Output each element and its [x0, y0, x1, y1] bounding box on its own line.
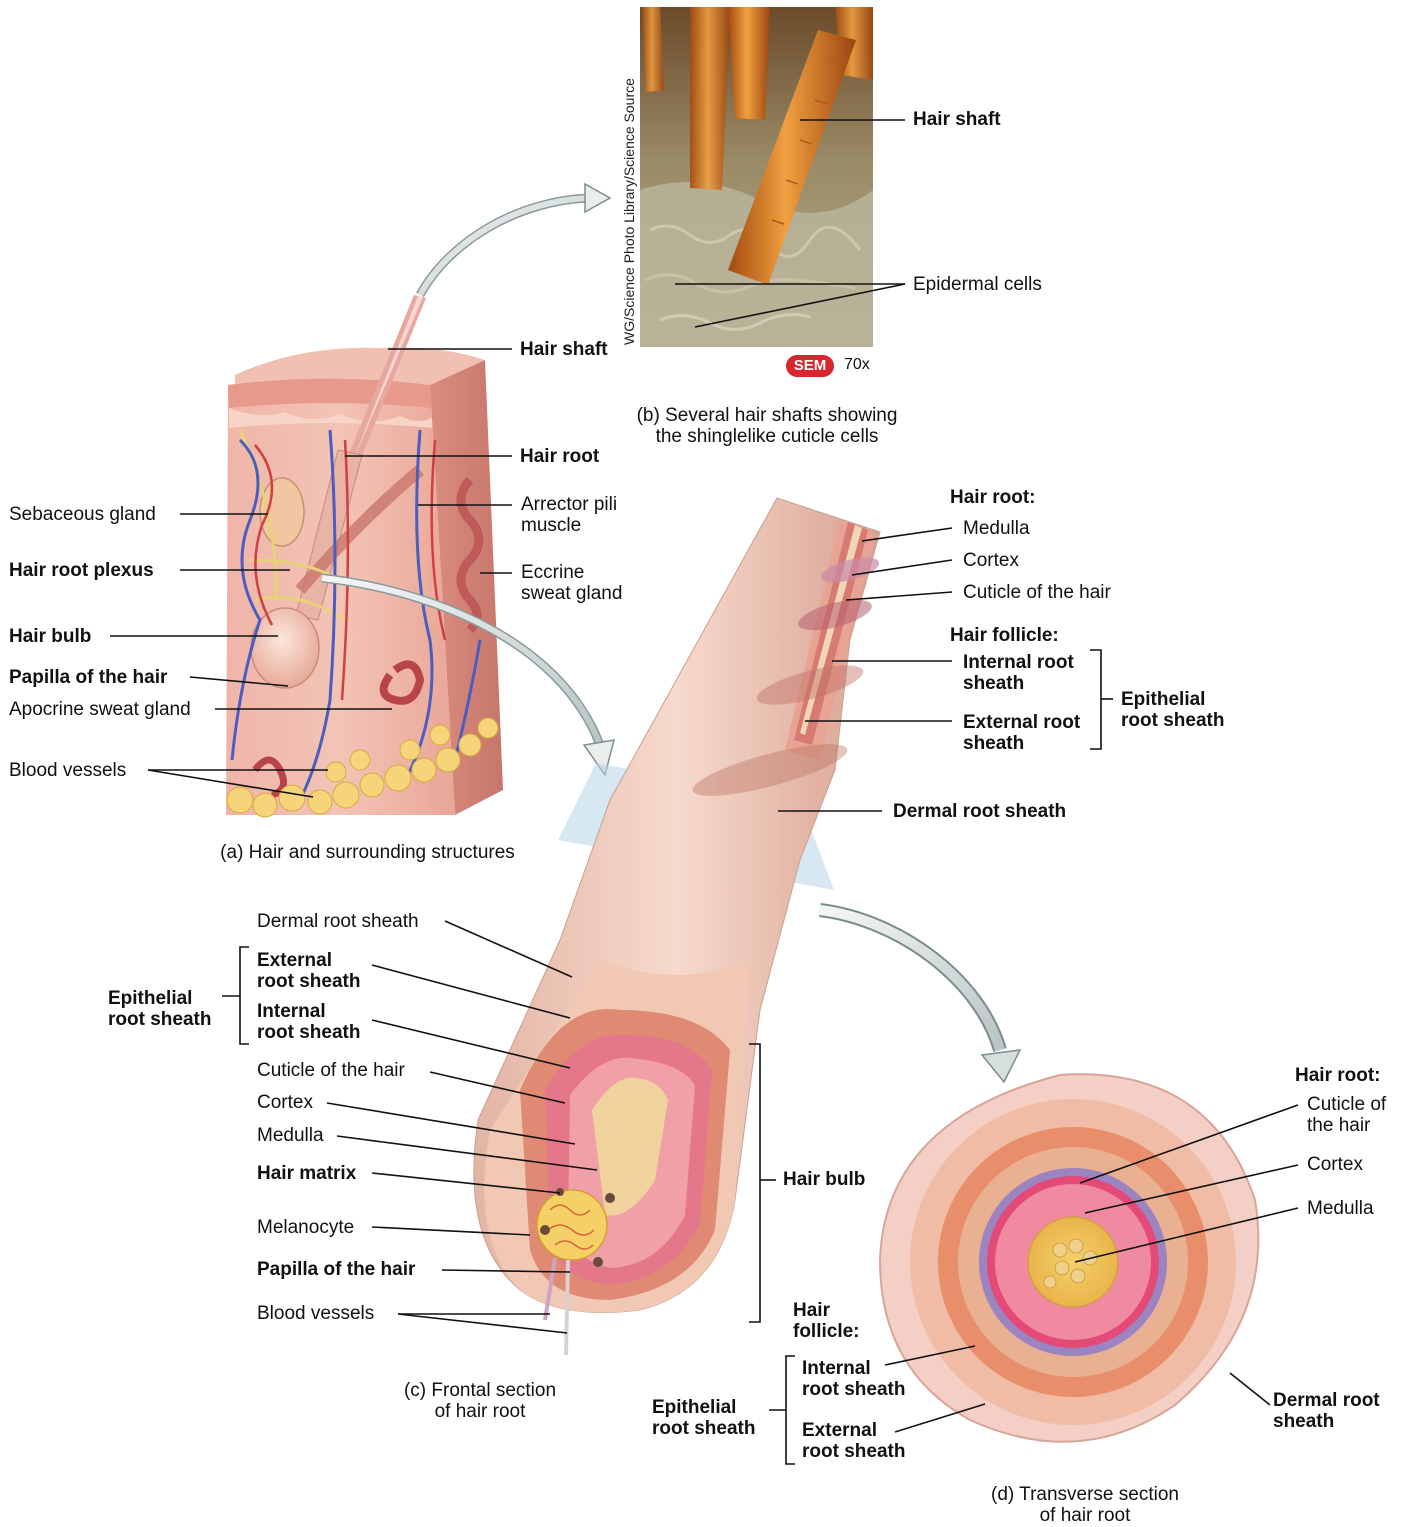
- top-label-hair-follicle: Hair follicle:: [950, 625, 1059, 646]
- caption-d: (d) Transverse section of hair root: [960, 1484, 1210, 1526]
- d-label-internal-1: Internal: [802, 1358, 871, 1379]
- d-label-hair-root: Hair root:: [1295, 1065, 1381, 1086]
- d-label-external-2: root sheath: [802, 1441, 905, 1462]
- a-label-arrector-1: Arrector pili: [521, 494, 617, 515]
- a-label-hair-shaft: Hair shaft: [520, 339, 608, 360]
- a-label-apocrine: Apocrine sweat gland: [9, 699, 191, 720]
- top-label-dermal: Dermal root sheath: [893, 801, 1066, 822]
- d-label-external-1: External: [802, 1420, 877, 1441]
- a-label-sebaceous-gland: Sebaceous gland: [9, 504, 156, 525]
- d-label-dermal-1: Dermal root: [1273, 1390, 1380, 1411]
- caption-d-line2: of hair root: [1040, 1505, 1131, 1526]
- magnification: 70x: [844, 356, 870, 374]
- c-label-melanocyte: Melanocyte: [257, 1217, 354, 1238]
- c-label-epithelial-2: root sheath: [108, 1009, 211, 1030]
- c-label-hair-bulb: Hair bulb: [783, 1169, 865, 1190]
- photo-label-epidermal-cells: Epidermal cells: [913, 274, 1042, 295]
- a-label-eccrine-1: Eccrine: [521, 562, 584, 583]
- top-label-internal-1: Internal root: [963, 652, 1074, 673]
- follicle-illustration: [474, 498, 882, 1355]
- photo-label-hair-shaft: Hair shaft: [913, 109, 1001, 130]
- sem-badge: SEM: [786, 355, 834, 377]
- d-label-cortex: Cortex: [1307, 1154, 1363, 1175]
- d-label-internal-2: root sheath: [802, 1379, 905, 1400]
- caption-c: (c) Frontal section of hair root: [380, 1380, 580, 1422]
- top-label-external-2: sheath: [963, 733, 1024, 754]
- arrow-to-transverse: [820, 910, 1020, 1082]
- a-label-arrector-2: muscle: [521, 515, 581, 536]
- d-label-epithelial-2: root sheath: [652, 1418, 755, 1439]
- top-label-external-1: External root: [963, 712, 1080, 733]
- caption-a: (a) Hair and surrounding structures: [190, 842, 545, 863]
- d-label-epithelial-1: Epithelial: [652, 1397, 736, 1418]
- caption-b-line2: the shinglelike cuticle cells: [656, 426, 879, 447]
- caption-b: (b) Several hair shafts showing the shin…: [612, 405, 922, 447]
- c-label-papilla: Papilla of the hair: [257, 1259, 415, 1280]
- photo-credit: WG/Science Photo Library/Science Source: [621, 5, 637, 345]
- d-label-hair-follicle-2: follicle:: [793, 1321, 860, 1342]
- a-label-papilla: Papilla of the hair: [9, 667, 167, 688]
- c-label-epithelial-1: Epithelial: [108, 988, 192, 1009]
- c-label-internal-2: root sheath: [257, 1022, 360, 1043]
- a-label-hair-root-plexus: Hair root plexus: [9, 560, 154, 581]
- top-label-epithelial-1: Epithelial: [1121, 689, 1205, 710]
- c-label-matrix: Hair matrix: [257, 1163, 356, 1184]
- caption-c-line2: of hair root: [435, 1401, 526, 1422]
- c-label-medulla: Medulla: [257, 1125, 324, 1146]
- c-label-cortex: Cortex: [257, 1092, 313, 1113]
- d-label-hair-follicle-1: Hair: [793, 1300, 830, 1321]
- top-label-cortex: Cortex: [963, 550, 1019, 571]
- transverse-section: [880, 1074, 1258, 1441]
- a-label-hair-root: Hair root: [520, 446, 599, 467]
- c-label-dermal: Dermal root sheath: [257, 911, 419, 932]
- top-label-epithelial-2: root sheath: [1121, 710, 1224, 731]
- caption-c-line1: (c) Frontal section: [404, 1380, 556, 1401]
- c-label-blood-vessels: Blood vessels: [257, 1303, 374, 1324]
- a-label-hair-bulb: Hair bulb: [9, 626, 91, 647]
- d-label-dermal-2: sheath: [1273, 1411, 1334, 1432]
- top-label-cuticle: Cuticle of the hair: [963, 582, 1111, 603]
- c-label-external-2: root sheath: [257, 971, 360, 992]
- top-label-medulla: Medulla: [963, 518, 1030, 539]
- top-label-hair-root: Hair root:: [950, 487, 1036, 508]
- c-label-internal-1: Internal: [257, 1001, 326, 1022]
- a-label-blood-vessels: Blood vessels: [9, 760, 126, 781]
- caption-d-line1: (d) Transverse section: [991, 1484, 1179, 1505]
- top-label-internal-2: sheath: [963, 673, 1024, 694]
- d-label-medulla: Medulla: [1307, 1198, 1374, 1219]
- a-label-eccrine-2: sweat gland: [521, 583, 622, 604]
- c-label-external-1: External: [257, 950, 332, 971]
- c-label-cuticle: Cuticle of the hair: [257, 1060, 405, 1081]
- arrow-to-photo: [420, 184, 610, 295]
- skin-block: [226, 295, 503, 817]
- d-label-cuticle-1: Cuticle of: [1307, 1094, 1386, 1115]
- caption-b-line1: (b) Several hair shafts showing: [637, 405, 898, 426]
- sem-photo: [640, 7, 873, 347]
- d-label-cuticle-2: the hair: [1307, 1115, 1370, 1136]
